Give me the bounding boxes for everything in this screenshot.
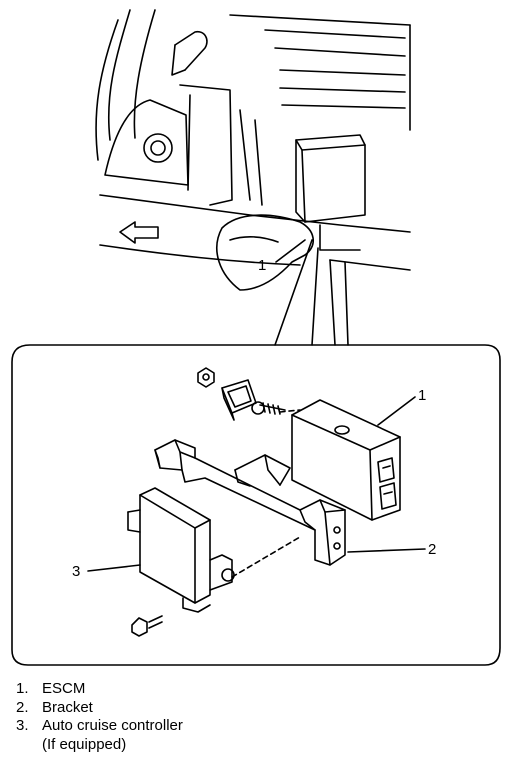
screw-icon [251,401,286,415]
legend-number: 3. [16,717,29,734]
callout-1-inset: 1 [418,387,426,404]
escm-location-diagram: 1 1 [11,9,501,666]
legend-item: 1. ESCM [16,680,496,699]
callout-1-top: 1 [258,257,266,274]
legend-number: 1. [16,680,29,697]
assembly-line [279,409,301,413]
nut-icon [197,367,215,388]
escm-unit [291,399,401,521]
legend-text-group: Auto cruise controller (If equipped) [42,717,183,754]
legend-item: 2. Bracket [16,699,496,718]
auto-cruise-controller [127,487,235,613]
callout-leader-3 [87,564,141,572]
callout-leader-1-inset [377,396,416,426]
callout-leader-1-top [275,239,306,263]
assembly-line [231,536,301,578]
callout-leader-2 [347,548,426,553]
legend-text: Auto cruise controller [42,717,183,734]
parts-legend: 1. ESCM 2. Bracket 3. Auto cruise contro… [16,680,496,754]
legend-note: (If equipped) [42,735,127,753]
bracket [154,439,346,566]
callout-3: 3 [72,563,80,580]
legend-number: 2. [16,698,29,716]
vehicle-location-view [95,9,411,346]
legend-text: Bracket [42,698,93,716]
inset-frame [11,344,501,666]
callout-2: 2 [428,541,436,558]
clip-plate [221,379,257,421]
bolt-icon [131,615,163,637]
legend-text: ESCM [42,680,86,697]
legend-item: 3. Auto cruise controller (If equipped) [16,717,496,754]
